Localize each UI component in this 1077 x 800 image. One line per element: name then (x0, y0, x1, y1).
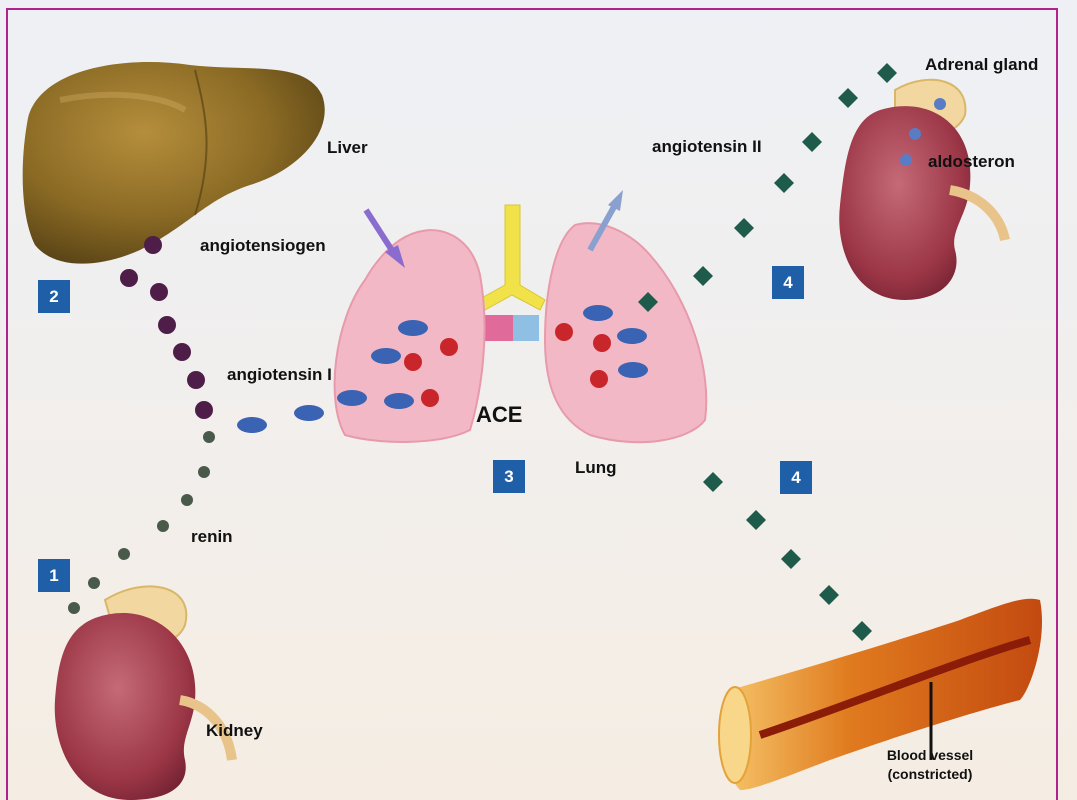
constricted-text: (constricted) (865, 765, 995, 784)
liver-label: Liver (327, 138, 368, 158)
kidney-illustration (55, 586, 232, 800)
angiotensinogen-label: angiotensiogen (200, 236, 326, 256)
step-badge-2: 2 (38, 280, 70, 313)
step-badge-1: 1 (38, 559, 70, 592)
adrenal-kidney-illustration (839, 80, 1005, 300)
angiotensinogen-dots (120, 236, 213, 419)
lung-label: Lung (575, 458, 617, 478)
step-badge-4-top: 4 (772, 266, 804, 299)
ace-label: ACE (476, 402, 522, 428)
step-badge-3: 3 (493, 460, 525, 493)
renin-label: renin (191, 527, 233, 547)
angiotensin-ii-label: angiotensin II (652, 137, 762, 157)
step-badge-4-bottom: 4 (780, 461, 812, 494)
blood-vessel-text: Blood vessel (865, 746, 995, 765)
kidney-label: Kidney (206, 721, 263, 741)
adrenal-gland-label: Adrenal gland (925, 55, 1038, 75)
blood-vessel-label: Blood vessel (constricted) (865, 746, 995, 784)
angiotensin-i-label: angiotensin I (227, 365, 332, 385)
liver-illustration (23, 62, 325, 264)
aldosterone-label: aldosteron (928, 152, 1015, 172)
